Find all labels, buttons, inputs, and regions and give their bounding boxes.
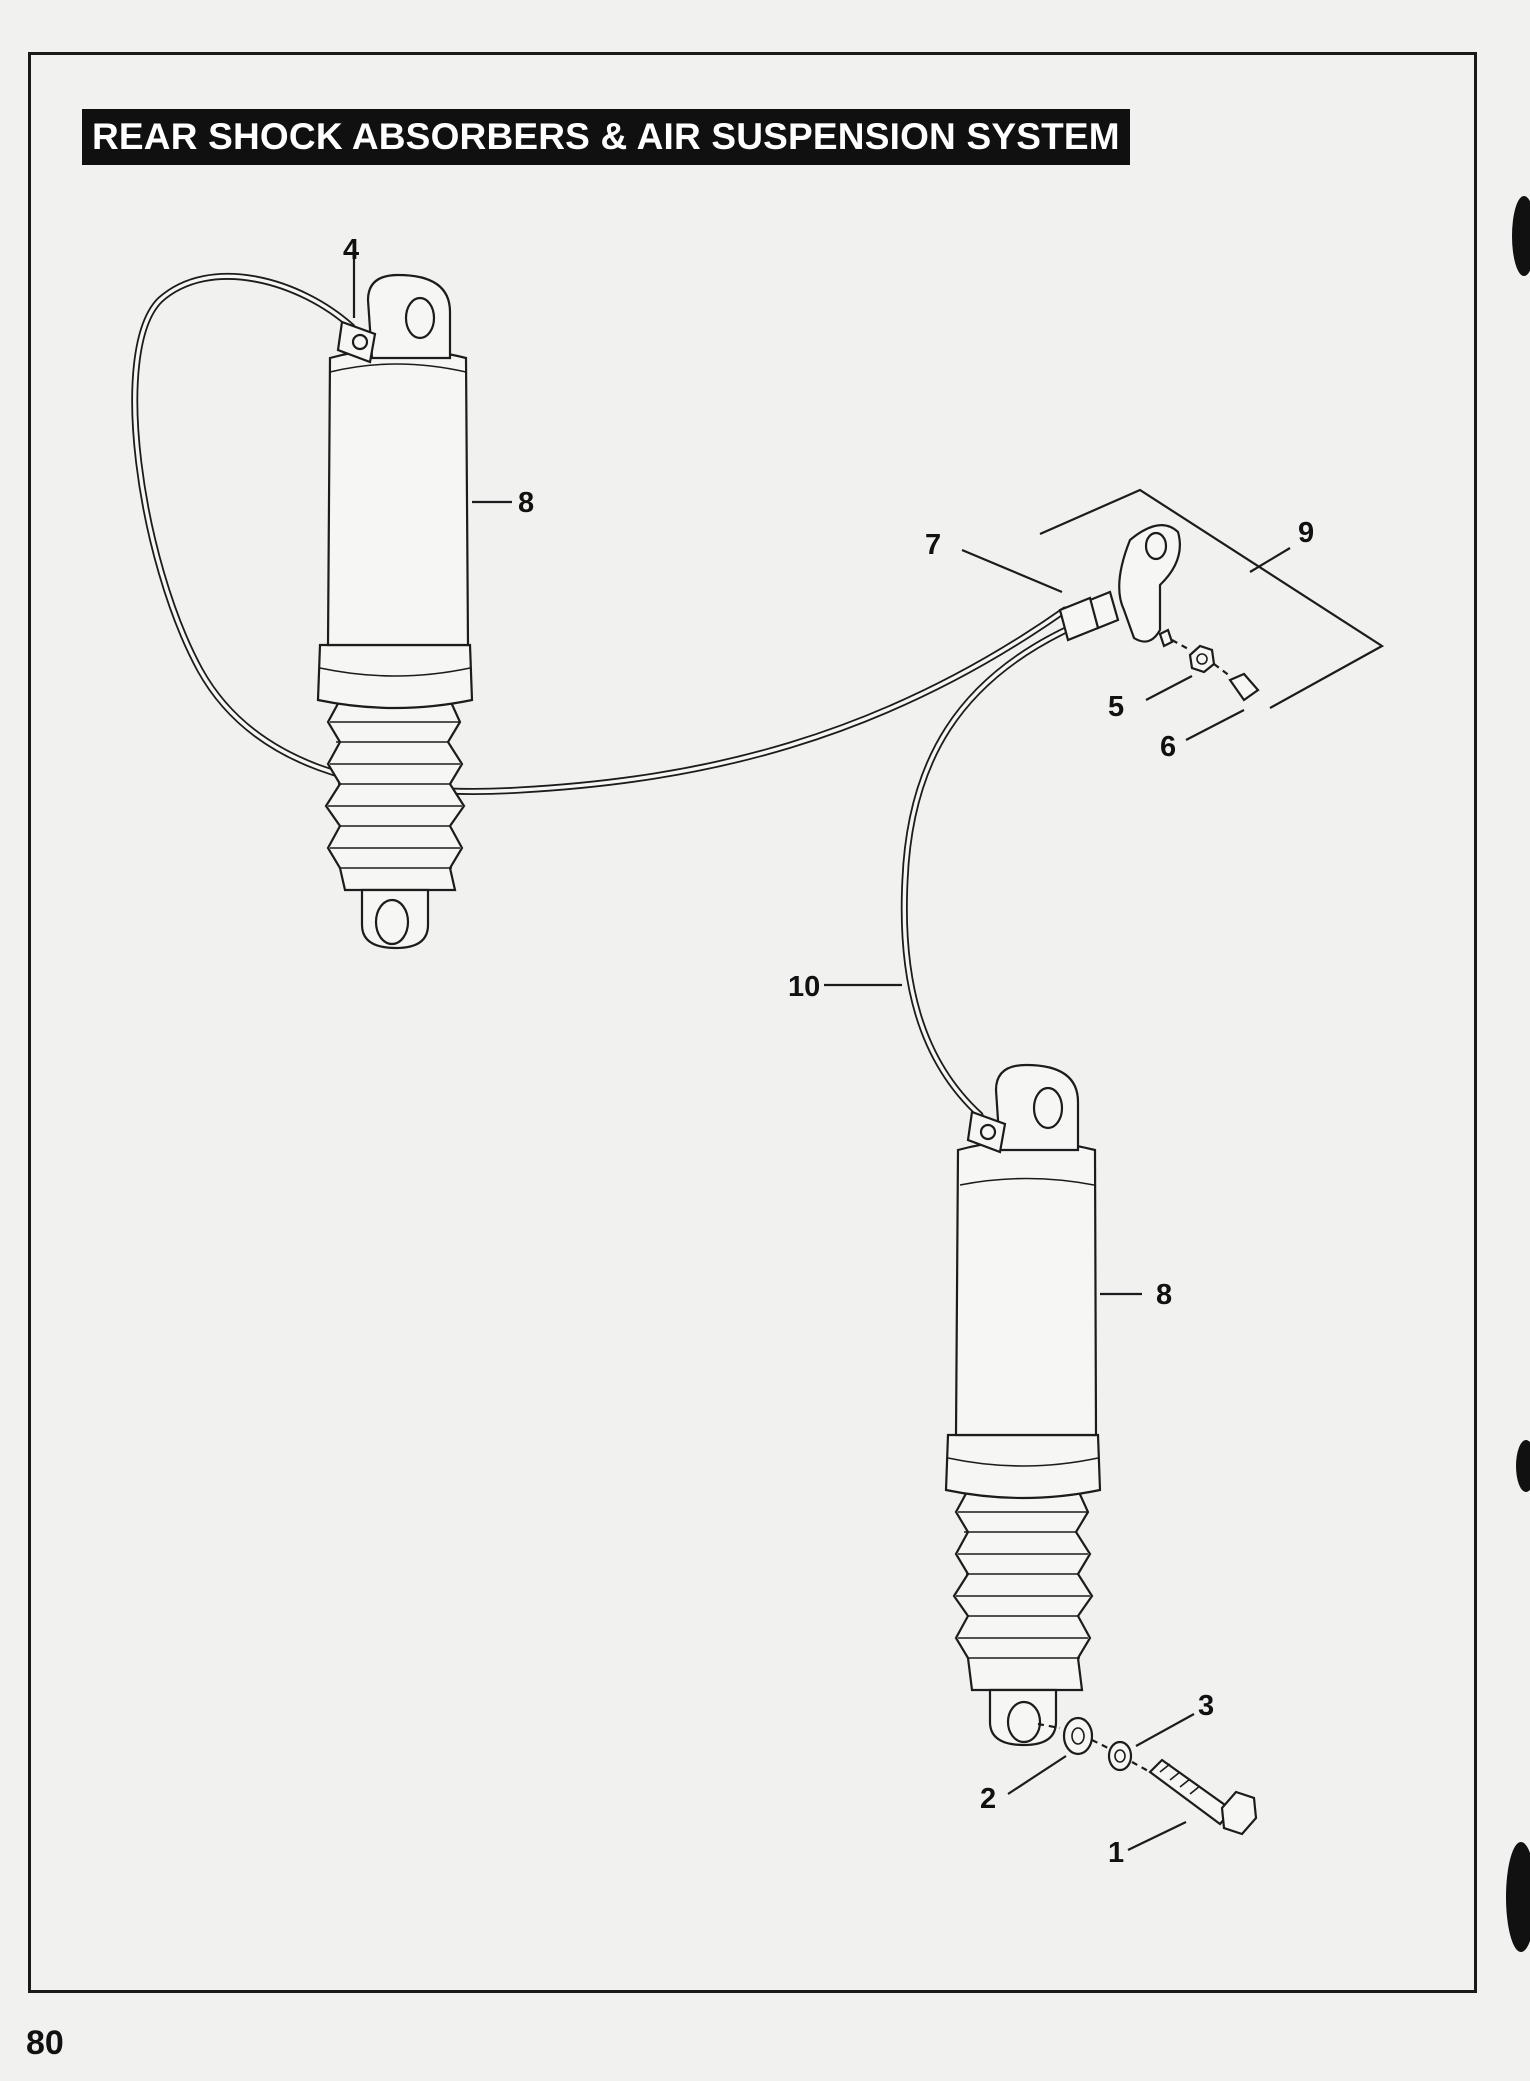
shock-absorber-left: [316, 273, 474, 950]
scan-mark-top: [1512, 196, 1530, 276]
callout-9: 9: [1298, 517, 1314, 549]
callout-6: 6: [1160, 731, 1176, 763]
callout-8-left: 8: [518, 487, 534, 519]
callout-8-right: 8: [1156, 1279, 1172, 1311]
page-frame: [28, 52, 1477, 1993]
callout-3: 3: [1198, 1690, 1214, 1722]
callout-7: 7: [925, 529, 941, 561]
callout-4: 4: [343, 234, 359, 266]
page-title: REAR SHOCK ABSORBERS & AIR SUSPENSION SY…: [82, 109, 1130, 165]
page-number: 80: [26, 2024, 64, 2062]
callout-1: 1: [1108, 1837, 1124, 1869]
callout-2: 2: [980, 1783, 996, 1815]
valve-bracket-assembly: [1058, 524, 1260, 702]
air-hose-right: [900, 624, 1074, 1119]
callout-10: 10: [788, 971, 820, 1003]
shock-absorber-right: [944, 1063, 1102, 1747]
scan-mark-bottom: [1506, 1842, 1530, 1952]
callout-5: 5: [1108, 691, 1124, 723]
leader-lines: [352, 254, 1291, 1851]
air-hose-left: [131, 272, 1069, 795]
scan-mark-middle: [1516, 1440, 1530, 1492]
group-bracket-9: [1039, 488, 1385, 709]
mounting-hardware: [1037, 1716, 1258, 1836]
